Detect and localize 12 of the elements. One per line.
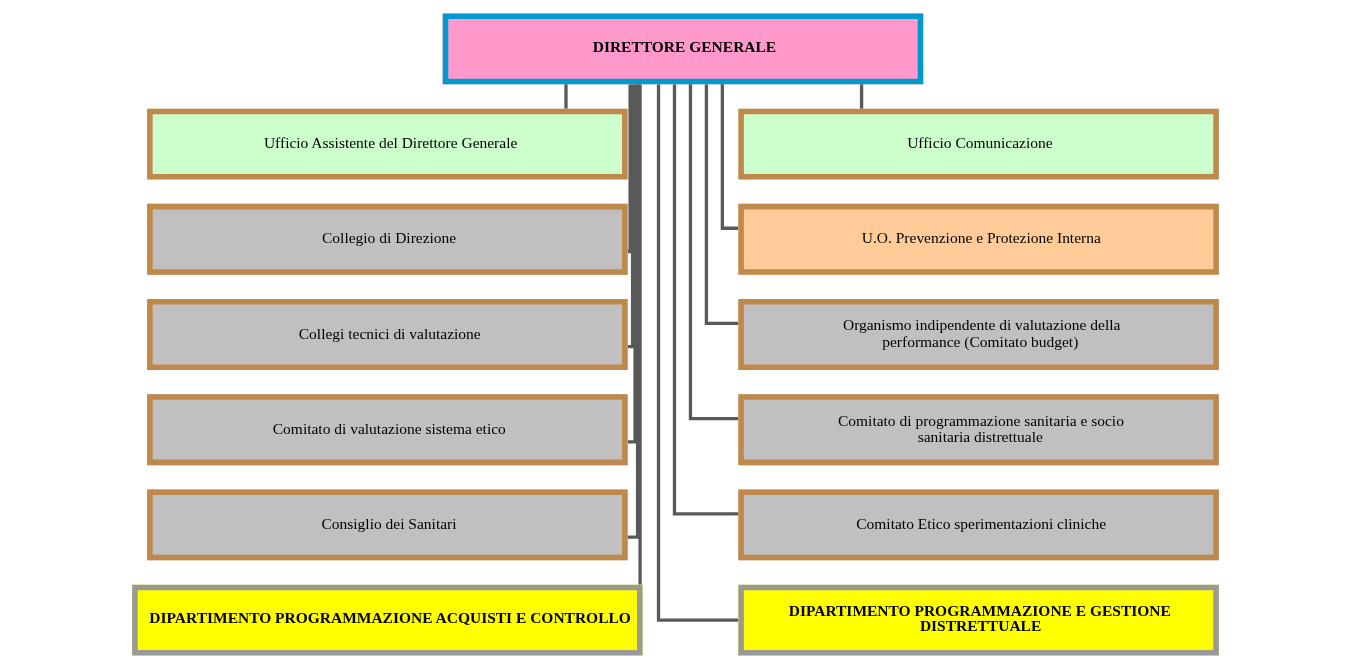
connector: [637, 84, 642, 584]
connector: [627, 83, 639, 539]
connector: [704, 83, 738, 325]
connector: [627, 84, 634, 348]
connector: [688, 83, 738, 420]
connector: [563, 83, 568, 109]
connector: [720, 83, 738, 230]
connector: [627, 83, 637, 444]
connector: [672, 84, 738, 515]
connector: [626, 84, 632, 253]
connector: [656, 84, 738, 622]
connector: [859, 83, 863, 109]
